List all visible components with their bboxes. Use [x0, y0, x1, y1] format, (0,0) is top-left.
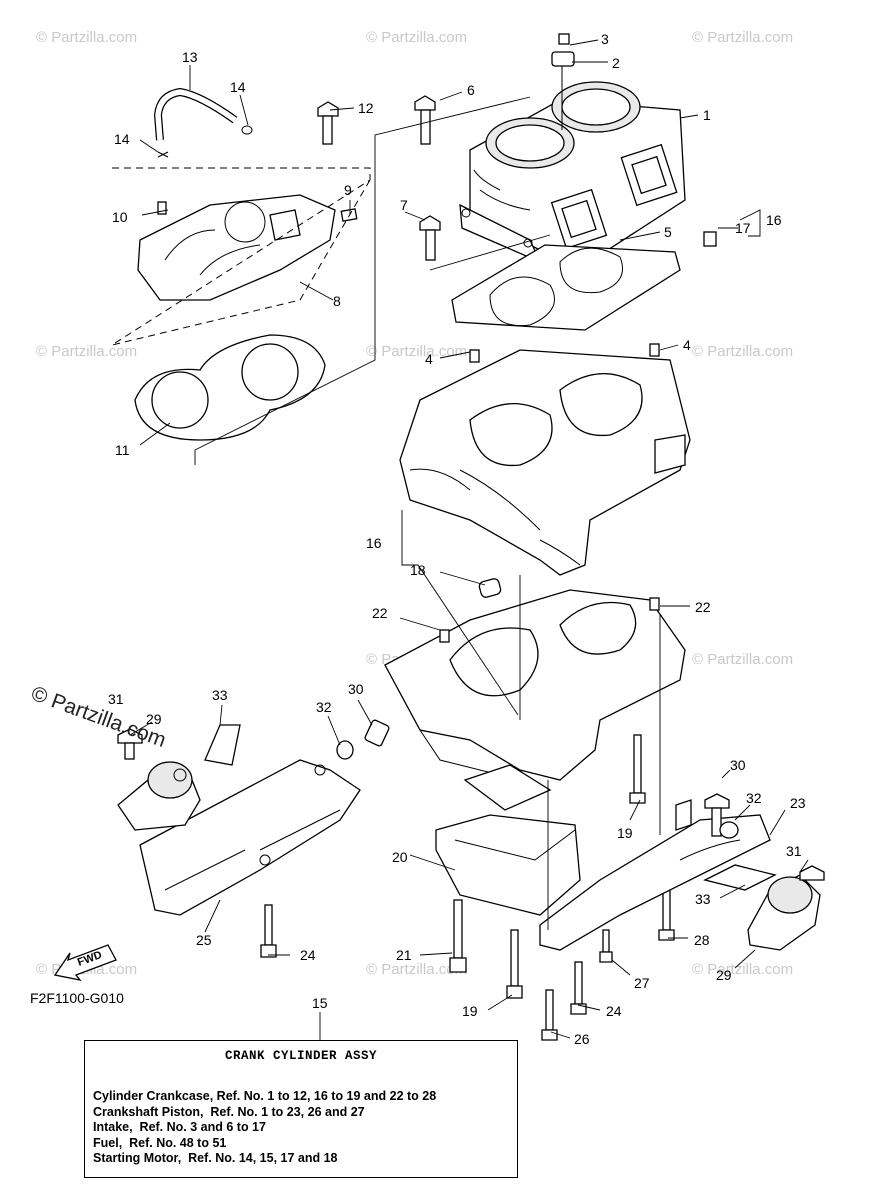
hose-part [153, 87, 339, 215]
callout-label: 8 [333, 293, 341, 309]
callout-label: 32 [746, 790, 762, 806]
intake-manifold-part [137, 194, 358, 301]
callout-label: 19 [617, 825, 633, 841]
callout-label: 29 [716, 967, 732, 983]
engine-mount-part [539, 799, 771, 951]
callout-label: 4 [425, 351, 433, 367]
bolt-part [629, 734, 675, 941]
callout-label: 16 [366, 535, 382, 551]
callout-label: 14 [114, 131, 130, 147]
fitting-part [551, 33, 575, 130]
watermark-text: © Partzilla.com [692, 343, 793, 360]
damper-part [117, 728, 201, 831]
callout-label: 6 [467, 82, 475, 98]
info-line: Intake, Ref. No. 3 and 6 to 17 [93, 1120, 266, 1134]
callout-label: 21 [396, 947, 412, 963]
oil-pan-part [435, 764, 581, 916]
callout-label: 15 [312, 995, 328, 1011]
callout-label: 28 [694, 932, 710, 948]
engine-mount-part [139, 759, 361, 916]
callout-label: 5 [664, 224, 672, 240]
callout-label: 2 [612, 55, 620, 71]
callout-label: 7 [400, 197, 408, 213]
callout-label: 24 [606, 1003, 622, 1019]
callout-label: 4 [683, 337, 691, 353]
callout-label: 11 [115, 442, 130, 458]
callout-label: 23 [790, 795, 806, 811]
bolt-part [260, 899, 613, 1041]
callout-label: 22 [695, 599, 711, 615]
callout-label: 12 [358, 100, 374, 116]
callout-label: 29 [146, 711, 162, 727]
damper-part [747, 865, 825, 951]
callout-label: 13 [182, 49, 198, 65]
leader-lines [129, 39, 809, 1040]
upper-crankcase-part [399, 343, 691, 576]
watermark-text: © Partzilla.com [366, 343, 467, 360]
callout-label: 22 [372, 605, 388, 621]
callout-label: 30 [730, 757, 746, 773]
callout-label: 25 [196, 932, 212, 948]
callout-label: 14 [230, 79, 246, 95]
callout-label: 18 [410, 562, 426, 578]
callout-label: 31 [786, 843, 802, 859]
gasket-part [134, 334, 326, 441]
fwd-arrow-icon: FWD [53, 944, 117, 981]
gasket-part [451, 244, 681, 331]
watermark-text: © Partzilla.com [36, 343, 137, 360]
watermark-text: © Partzilla.com [692, 961, 793, 978]
info-box: CRANK CYLINDER ASSY Cylinder Crankcase, … [84, 1040, 518, 1178]
callout-label: 31 [108, 691, 124, 707]
drawing-code: F2F1100-G010 [30, 990, 124, 1006]
watermark-text: © Partzilla.com [692, 29, 793, 46]
info-line: Fuel, Ref. No. 48 to 51 [93, 1135, 227, 1150]
watermark-text: © Partzilla.com [692, 651, 793, 668]
callout-label: 24 [300, 947, 316, 963]
cylinder-part [459, 81, 686, 264]
callout-label: 3 [601, 31, 609, 47]
callout-label: 30 [348, 681, 364, 697]
watermark-text: © Partzilla.com [366, 961, 467, 978]
callout-label: 26 [574, 1031, 590, 1047]
bushing-part [478, 578, 502, 598]
callout-label: 9 [344, 182, 352, 198]
callout-label: 20 [392, 849, 408, 865]
lower-crankcase-part [384, 589, 686, 781]
callout-label: 32 [316, 699, 332, 715]
watermark-text: © Partzilla.com [36, 29, 137, 46]
info-box-title: CRANK CYLINDER ASSY [224, 1049, 378, 1063]
info-line: Crankshaft Piston, Ref. No. 1 to 23, 26 … [93, 1104, 365, 1119]
callout-label: 27 [634, 975, 650, 991]
callout-label: 1 [703, 107, 711, 123]
callout-labels: 1 2 3 4 4 5 6 7 8 9 10 11 12 13 14 14 15… [108, 31, 806, 1047]
callout-label: 33 [212, 687, 228, 703]
group-outline [111, 167, 371, 346]
small-fitting-part [204, 719, 777, 891]
callout-label: 17 [735, 220, 751, 236]
callout-label: 19 [462, 1003, 478, 1019]
bolt-part [414, 95, 441, 261]
callout-label: 33 [695, 891, 711, 907]
watermark-text: © Partzilla.com [366, 29, 467, 46]
callout-label: 10 [112, 209, 128, 225]
info-line: Cylinder Crankcase, Ref. No. 1 to 12, 16… [93, 1089, 437, 1103]
info-box-lines: Cylinder Crankcase, Ref. No. 1 to 12, 16… [93, 1089, 436, 1167]
bolt-part [703, 231, 717, 247]
callout-label: 16 [766, 212, 782, 228]
info-line: Starting Motor, Ref. No. 14, 15, 17 and … [93, 1151, 338, 1165]
